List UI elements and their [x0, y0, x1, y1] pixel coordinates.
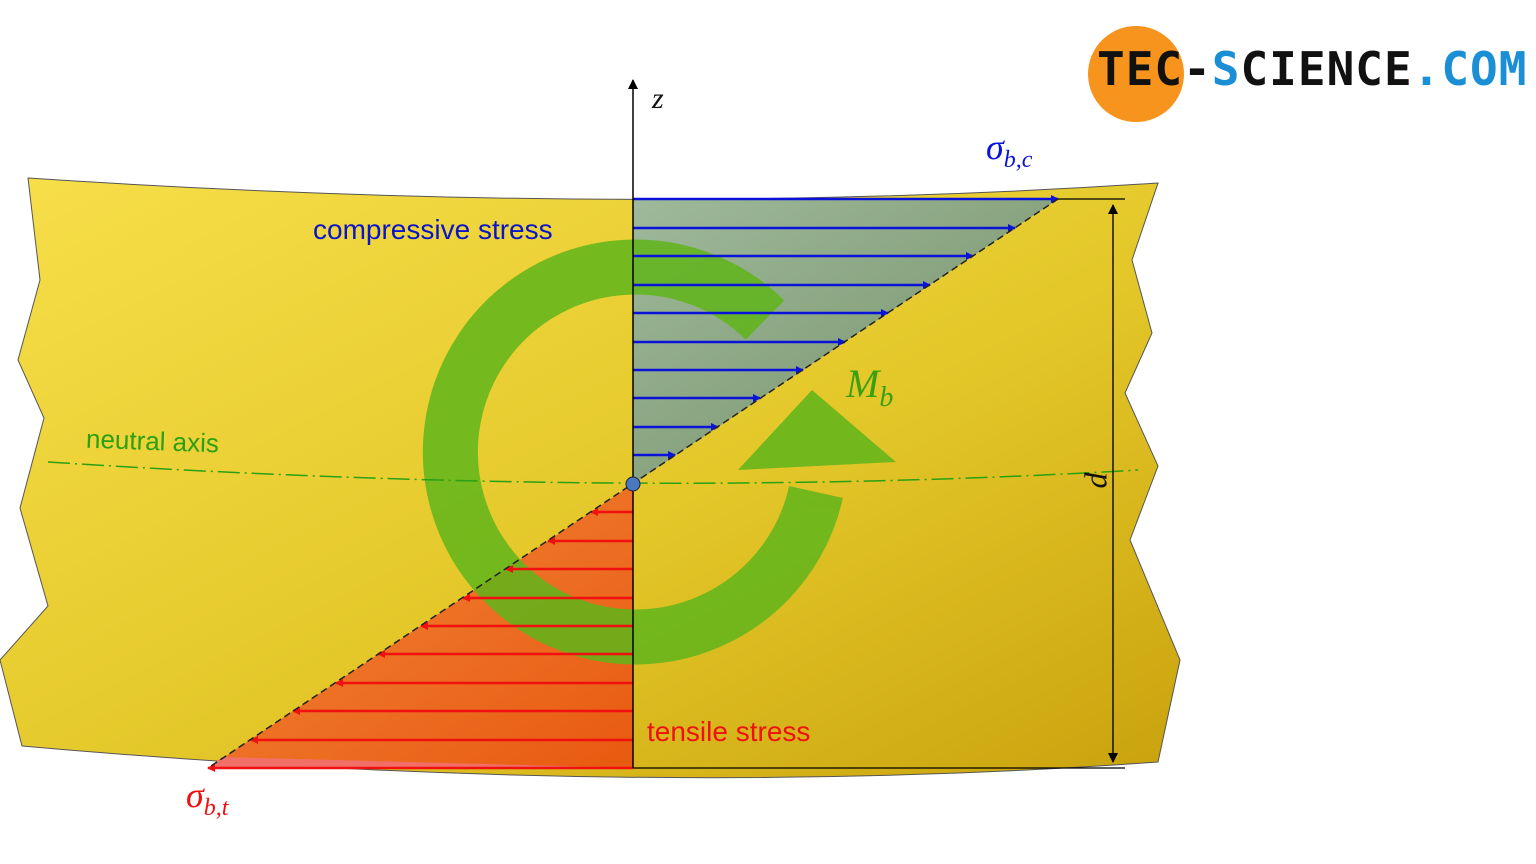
logo-circle [1088, 26, 1184, 122]
sigma-symbol: σ [986, 127, 1004, 167]
sigma-tensile-label: σb,t [186, 774, 228, 822]
tensile-stress-label: tensile stress [647, 716, 811, 747]
neutral-axis-line [47, 461, 1139, 484]
logo-part-science: CIENCE [1240, 42, 1413, 96]
sigma-compressive-label: σb,c [986, 126, 1032, 174]
bending-moment-label: Mb [846, 360, 893, 414]
compressive-arrows [633, 195, 1059, 459]
moment-symbol: M [846, 361, 880, 406]
logo-part-tec: TEC- [1097, 42, 1212, 96]
moment-subscript: b [879, 382, 894, 413]
site-logo[interactable]: TEC-SCIENCE.COM [1097, 42, 1527, 96]
sigma-symbol: σ [186, 775, 204, 815]
centroid-point [625, 476, 641, 492]
bending-moment-arrow [422, 239, 896, 665]
depth-dimension [633, 198, 1125, 769]
sigma-subscript: b,c [1003, 147, 1033, 174]
tensile-arrows [207, 508, 633, 772]
depth-label: d [1077, 472, 1114, 489]
z-axis-label: z [652, 82, 664, 115]
sigma-subscript: b,t [203, 795, 229, 822]
logo-part-science-s: S [1211, 42, 1241, 96]
neutral-axis-label: neutral axis [85, 423, 220, 459]
logo-part-com: .COM [1412, 42, 1528, 96]
compressive-stress-label: compressive stress [313, 214, 553, 245]
